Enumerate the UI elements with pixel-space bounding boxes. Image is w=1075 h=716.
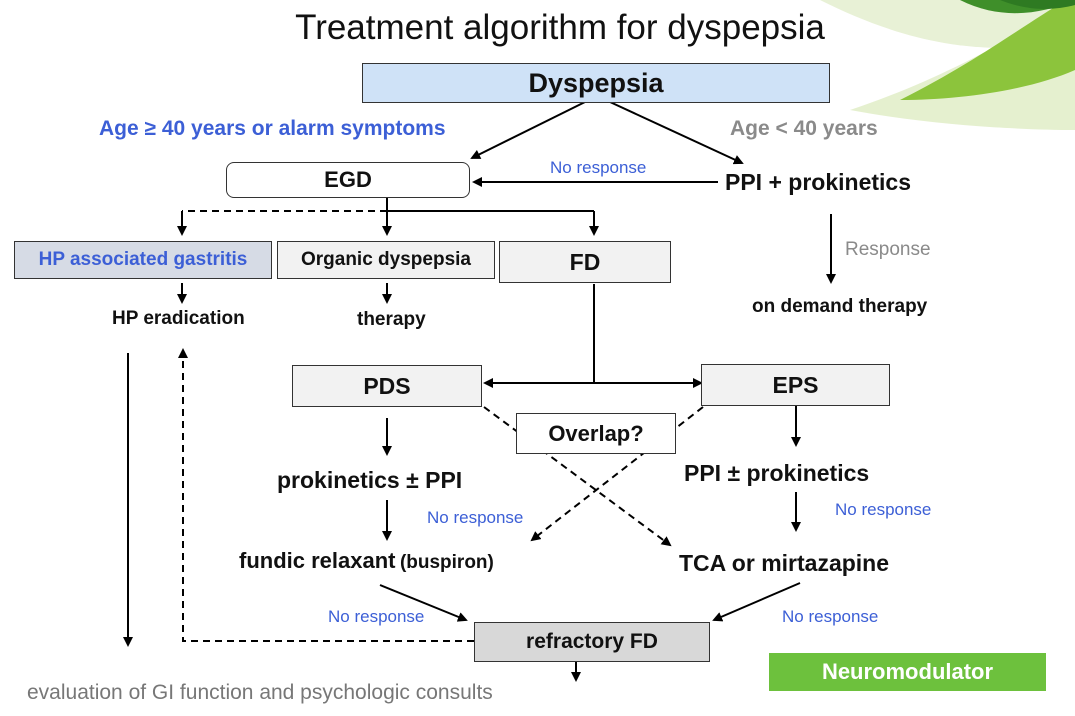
- node-dyspepsia: Dyspepsia: [362, 63, 830, 103]
- node-hp-eradication: HP eradication: [112, 308, 245, 329]
- node-overlap: Overlap?: [516, 413, 676, 454]
- label-age-low: Age < 40 years: [730, 117, 878, 140]
- buspiron-text: (buspiron): [399, 552, 494, 573]
- label-response: Response: [845, 239, 931, 260]
- label-no-response-pds: No response: [427, 508, 524, 527]
- label-no-response-left: No response: [328, 607, 425, 626]
- node-refractory-fd: refractory FD: [474, 622, 710, 662]
- node-eps: EPS: [701, 364, 890, 406]
- node-prokinetics-ppi: prokinetics ± PPI: [277, 467, 463, 493]
- node-organic-dyspepsia: Organic dyspepsia: [277, 241, 495, 279]
- node-fundic-relaxant: fundic relaxant (buspiron): [239, 548, 494, 574]
- node-hp-gastritis: HP associated gastritis: [14, 241, 272, 279]
- label-age-high: Age ≥ 40 years or alarm symptoms: [99, 117, 446, 140]
- node-ppi-prokinetics-eps: PPI ± prokinetics: [684, 460, 870, 486]
- node-therapy: therapy: [357, 309, 426, 330]
- page-title: Treatment algorithm for dyspepsia: [295, 8, 825, 47]
- node-tca-mirtazapine: TCA or mirtazapine: [679, 550, 890, 576]
- node-pds: PDS: [292, 365, 482, 407]
- fundic-relaxant-text: fundic relaxant: [239, 548, 396, 573]
- node-egd: EGD: [226, 162, 470, 198]
- neuromodulator-badge: Neuromodulator: [769, 653, 1046, 691]
- label-no-response-eps: No response: [835, 500, 932, 519]
- node-fd: FD: [499, 241, 671, 283]
- node-ppi-prokinetics: PPI + prokinetics: [725, 169, 911, 195]
- label-no-response-right: No response: [782, 607, 879, 626]
- node-on-demand-therapy: on demand therapy: [752, 296, 928, 317]
- node-evaluation: evaluation of GI function and psychologi…: [27, 681, 493, 704]
- label-no-response-egd: No response: [550, 158, 647, 177]
